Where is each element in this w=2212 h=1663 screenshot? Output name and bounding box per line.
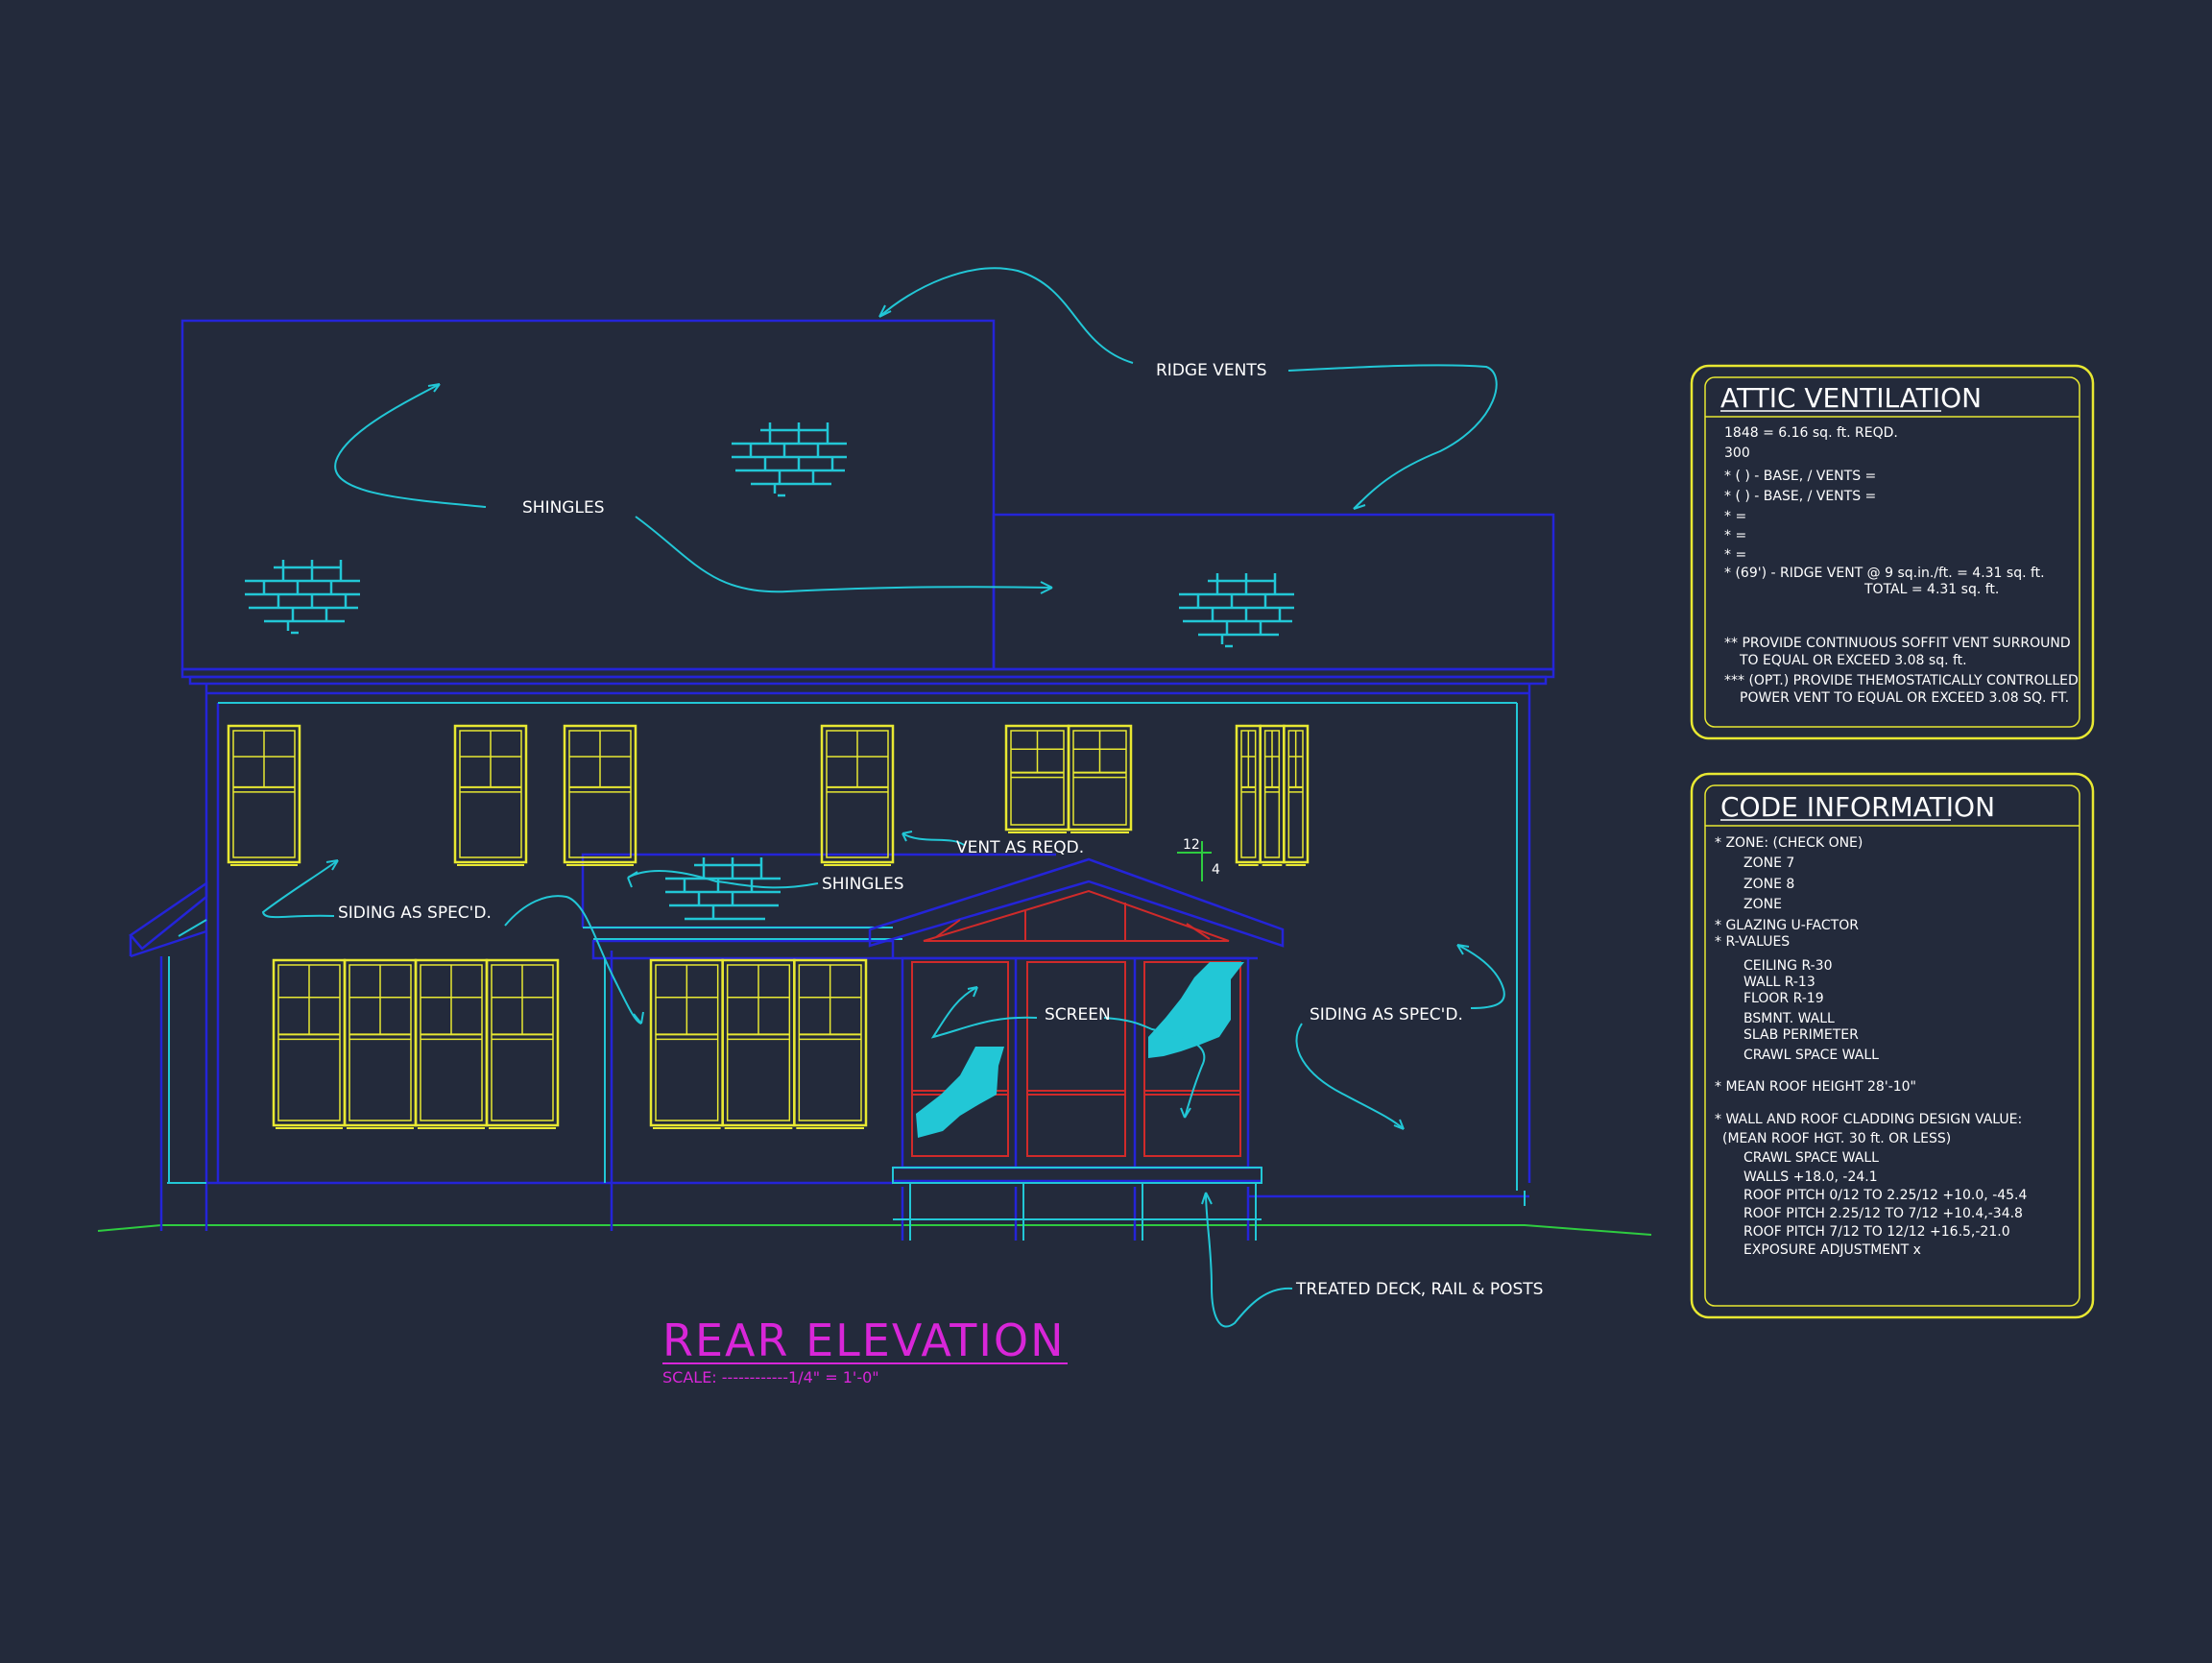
- attic-note-line-7: * =: [1724, 547, 1746, 563]
- code-note-line-3: ZONE 8: [1743, 877, 1794, 892]
- shingle-symbol-2: [245, 560, 360, 635]
- code-note-line-4: ZONE: [1743, 897, 1782, 912]
- code-note-line-14: * WALL AND ROOF CLADDING DESIGN VALUE:: [1715, 1112, 2022, 1127]
- shingle-symbol-3: [1179, 573, 1294, 648]
- window-unit-14: [649, 958, 724, 1129]
- code-note-line-21: EXPOSURE ADJUSTMENT x: [1743, 1242, 1921, 1258]
- window-unit-5: [1004, 724, 1070, 833]
- window-unit-1: [227, 724, 301, 866]
- attic-ventilation-notes: 1848 = 6.16 sq. ft. REQD. 300 * ( ) - BASE…: [1724, 425, 2079, 706]
- window-unit-2: [453, 724, 528, 866]
- house-walls: [159, 691, 1531, 1231]
- ground-line: [97, 1224, 1652, 1236]
- code-note-line-7: CEILING R-30: [1743, 958, 1832, 974]
- code-note-line-20: ROOF PITCH 7/12 TO 12/12 +16.5,-21.0: [1743, 1224, 2010, 1240]
- window-unit-4: [820, 724, 895, 866]
- pitch-run-label: 12: [1183, 837, 1200, 853]
- attic-note-line-11: ** PROVIDE CONTINUOUS SOFFIT VENT SURROU…: [1724, 636, 2071, 651]
- code-note-line-1: * ZONE: (CHECK ONE): [1715, 835, 1863, 851]
- shingles-callout-lower: SHINGLES: [822, 875, 903, 894]
- code-note-line-16: CRAWL SPACE WALL: [1743, 1150, 1879, 1166]
- window-unit-13: [485, 958, 560, 1129]
- code-note-line-6: * R-VALUES: [1715, 934, 1790, 950]
- code-note-line-9: FLOOR R-19: [1743, 991, 1824, 1006]
- siding-callout-right: SIDING AS SPEC'D.: [1310, 1005, 1463, 1024]
- pitch-rise-label: 4: [1212, 862, 1220, 878]
- window-unit-10: [272, 958, 347, 1129]
- code-note-line-11: SLAB PERIMETER: [1743, 1027, 1859, 1043]
- attic-ventilation-panel: [1690, 364, 2095, 740]
- attic-ventilation-title: ATTIC VENTILATION: [1720, 382, 1982, 414]
- window-unit-8: [1259, 724, 1286, 866]
- drawing-title: REAR ELEVATION: [662, 1314, 1066, 1366]
- windows: [227, 724, 1310, 1129]
- left-side-porch-trim: [168, 919, 207, 1183]
- attic-note-line-4: * ( ) - BASE, / VENTS =: [1724, 489, 1876, 504]
- screen-callout: SCREEN: [1045, 1005, 1111, 1024]
- attic-note-line-3: * ( ) - BASE, / VENTS =: [1724, 469, 1876, 484]
- code-note-line-2: ZONE 7: [1743, 856, 1794, 871]
- lower-roof: [581, 853, 1056, 960]
- code-information-panel: [1690, 772, 2095, 1319]
- lower-roof-trim: [583, 927, 902, 1183]
- window-unit-15: [721, 958, 796, 1129]
- window-unit-16: [793, 958, 868, 1129]
- window-unit-9: [1283, 724, 1310, 866]
- window-unit-12: [414, 958, 489, 1129]
- code-note-line-18: ROOF PITCH 0/12 TO 2.25/12 +10.0, -45.4: [1743, 1188, 2028, 1203]
- attic-note-line-14: POWER VENT TO EQUAL OR EXCEED 3.08 SQ. F…: [1740, 690, 2069, 706]
- screen-porch-gable: [868, 857, 1285, 960]
- roof-pitch-symbol: [1177, 841, 1212, 881]
- code-note-line-19: ROOF PITCH 2.25/12 TO 7/12 +10.4,-34.8: [1743, 1206, 2023, 1221]
- shingle-symbol-4: [665, 857, 781, 921]
- deck: [892, 1167, 1262, 1241]
- window-unit-7: [1235, 724, 1262, 866]
- attic-note-line-5: * =: [1724, 509, 1746, 524]
- code-note-line-5: * GLAZING U-FACTOR: [1715, 918, 1859, 933]
- code-information-title: CODE INFORMATION: [1720, 791, 1995, 823]
- attic-note-line-2: 300: [1724, 446, 1750, 461]
- house-wall-trim: [167, 702, 1526, 1206]
- code-note-line-17: WALLS +18.0, -24.1: [1743, 1169, 1878, 1185]
- siding-callout-left: SIDING AS SPEC'D.: [338, 904, 492, 923]
- screen-hatch: [916, 962, 1244, 1138]
- window-unit-3: [563, 724, 637, 866]
- attic-note-line-9: TOTAL = 4.31 sq. ft.: [1863, 582, 1999, 597]
- attic-note-line-12: TO EQUAL OR EXCEED 3.08 sq. ft.: [1739, 653, 1967, 668]
- attic-note-line-8: * (69') - RIDGE VENT @ 9 sq.in./ft. = 4.…: [1724, 566, 2045, 581]
- code-information-notes: * ZONE: (CHECK ONE) ZONE 7 ZONE 8 ZONE * GLA…: [1715, 835, 2028, 1258]
- attic-note-line-1: 1848 = 6.16 sq. ft. REQD.: [1724, 425, 1898, 441]
- attic-note-line-6: * =: [1724, 528, 1746, 543]
- leader-lines: [261, 267, 1505, 1328]
- code-note-line-12: CRAWL SPACE WALL: [1743, 1048, 1879, 1063]
- treated-deck-callout: TREATED DECK, RAIL & POSTS: [1295, 1280, 1543, 1299]
- vent-as-reqd-callout: VENT AS REQD.: [956, 838, 1084, 857]
- window-unit-11: [343, 958, 418, 1129]
- left-side-porch: [129, 880, 208, 1183]
- code-note-line-13: * MEAN ROOF HEIGHT 28'-10": [1715, 1079, 1916, 1095]
- attic-note-line-13: *** (OPT.) PROVIDE THEMOSTATICALLY CONTR…: [1724, 673, 2079, 688]
- window-unit-6: [1067, 724, 1133, 833]
- screen-porch-gable-fill: [923, 889, 1230, 942]
- upper-roof: [180, 319, 1555, 693]
- shingle-symbol-1: [732, 422, 847, 497]
- ridge-vents-callout: RIDGE VENTS: [1156, 361, 1267, 380]
- code-note-line-10: BSMNT. WALL: [1743, 1011, 1835, 1026]
- drawing-scale: SCALE: ------------1/4" = 1'-0": [662, 1368, 879, 1386]
- shingles-callout-main: SHINGLES: [522, 498, 604, 518]
- code-note-line-8: WALL R-13: [1743, 975, 1815, 990]
- code-note-line-15: (MEAN ROOF HGT. 30 ft. OR LESS): [1722, 1131, 1951, 1146]
